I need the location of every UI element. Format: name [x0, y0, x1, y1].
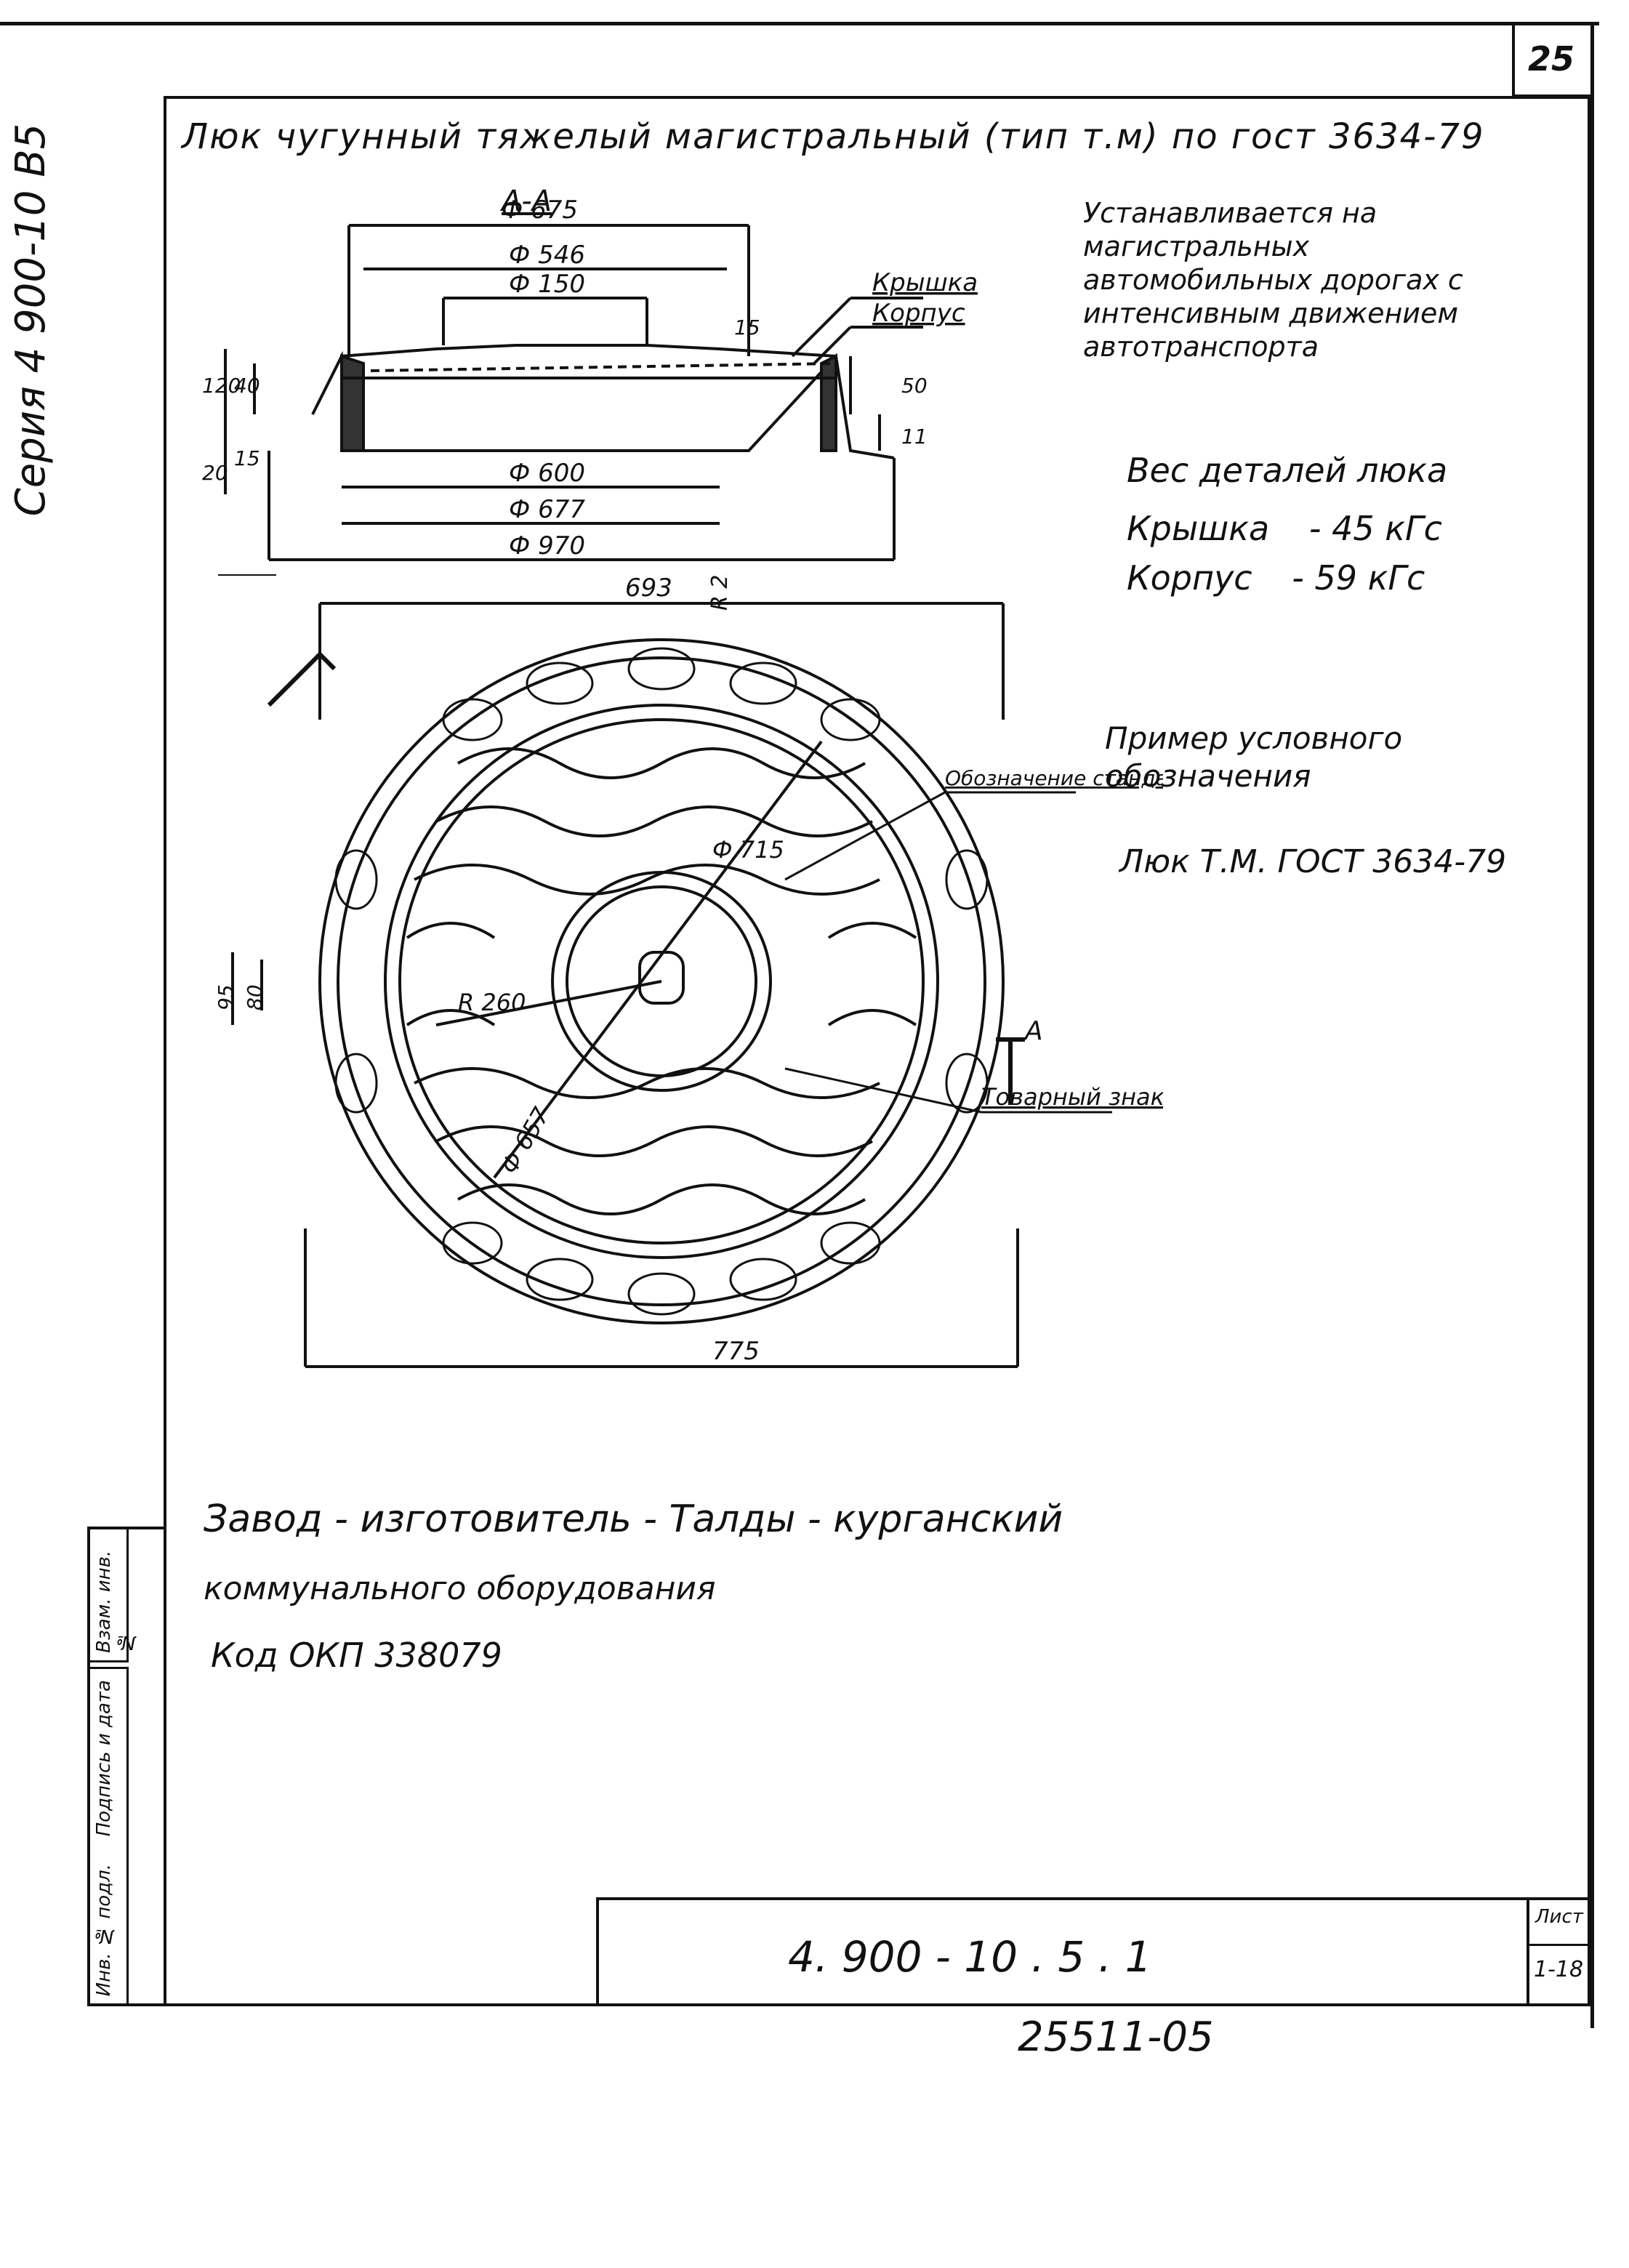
side-stamp-replace: Взам. инв. № — [93, 1550, 137, 1653]
height-15-mid: 15 — [734, 315, 760, 339]
series-label-block: Серия 4 900-10 В5 — [7, 116, 109, 523]
dim-r2270: R 227.0 — [707, 574, 733, 611]
dim-600: Ф 600 — [509, 459, 585, 488]
example-title: Пример условного обозначения — [1105, 720, 1403, 794]
weight-row-lid: Крышка - 45 кГс — [1127, 509, 1534, 548]
dim-970: Ф 970 — [509, 531, 585, 560]
section-mark: А — [1023, 1016, 1043, 1046]
dim-677: Ф 677 — [509, 495, 585, 524]
sheet-label: Лист — [1535, 1906, 1583, 1928]
callout-standard: Обозначение стандарта — [945, 766, 1163, 790]
manufacturer-okp: Код ОКП 338079 — [211, 1636, 502, 1675]
drawing-code: 4. 900 - 10 . 5 . 1 — [788, 1932, 1152, 1982]
right-edge-line — [1590, 22, 1594, 2028]
height-120: 120 — [202, 374, 241, 398]
weight-part-lid: Крышка — [1127, 509, 1270, 548]
page-number-box: 25 — [1512, 22, 1593, 97]
sheet-cell: Лист 1-18 — [1527, 1900, 1588, 2003]
section-label: А-А — [499, 185, 552, 218]
drawing-frame — [164, 96, 1590, 2006]
weight-value-body: - 59 кГс — [1292, 558, 1425, 598]
dim-150: Ф 150 — [509, 270, 585, 299]
series-label: Серия 4 900-10 В5 — [7, 123, 55, 517]
drawing-title: Люк чугунный тяжелый магистральный (тип … — [182, 116, 1485, 157]
archive-number: 25511-05 — [1018, 2014, 1214, 2061]
height-40: 40 — [234, 374, 260, 398]
side-stamp: Инв. № подл. Подпись и дата Взам. инв. № — [87, 1527, 166, 2006]
dim-95: 95 — [218, 984, 238, 1010]
side-stamp-sign: Подпись и дата — [93, 1679, 115, 1836]
side-stamp-inv: Инв. № подл. — [93, 1863, 115, 1996]
weights-title: Вес деталей люка — [1127, 451, 1448, 490]
side-stamp-cell-2: Подпись и дата — [90, 1667, 129, 1843]
title-block: 4. 900 - 10 . 5 . 1 Лист 1-18 — [596, 1897, 1588, 2003]
part-label-body: Корпус — [872, 299, 965, 328]
height-20: 20 — [202, 461, 228, 485]
weight-row-body: Корпус - 59 кГс — [1127, 558, 1534, 598]
dim-715: Ф 715 — [712, 836, 784, 864]
side-stamp-cell-3: Взам. инв. № — [90, 1529, 137, 1662]
dim-775: 775 — [712, 1337, 760, 1366]
side-stamp-cell-1: Инв. № подл. — [90, 1843, 129, 2003]
dim-693: 693 — [625, 574, 672, 603]
weights-list: Крышка - 45 кГс Корпус - 59 кГс — [1127, 509, 1534, 598]
dim-r260: R 260 — [458, 989, 526, 1016]
install-note: Устанавливается на магистральных автомоб… — [1083, 197, 1463, 363]
callout-trademark: Товарный знак — [981, 1083, 1163, 1111]
height-50: 50 — [901, 374, 928, 398]
page-number: 25 — [1528, 39, 1575, 79]
manufacturer-line-1: Завод - изготовитель - Талды - кургански… — [204, 1497, 1063, 1541]
example-designation: Люк Т.М. ГОСТ 3634-79 — [1119, 843, 1507, 880]
plan-drawing: 693 775 R 227.0 Ф 715 R 260 Ф 657 95 80 … — [218, 574, 1163, 1368]
weight-value-lid: - 45 кГс — [1308, 509, 1442, 548]
height-15-left: 15 — [234, 446, 260, 470]
top-rule — [0, 22, 1599, 25]
dim-546: Ф 546 — [509, 241, 585, 270]
dim-80: 80 — [243, 984, 267, 1010]
part-label-lid: Крышка — [872, 268, 978, 297]
sheet-number: 1-18 — [1534, 1957, 1584, 1982]
weight-part-body: Корпус — [1127, 558, 1252, 598]
dim-675: Ф 675 — [502, 196, 578, 225]
height-11: 11 — [901, 425, 928, 449]
manufacturer-line-2: коммунального оборудования — [204, 1570, 716, 1607]
section-drawing: А-А Ф 675 Ф 546 Ф 150 Ф 600 Ф 677 Ф 970 … — [202, 185, 978, 561]
